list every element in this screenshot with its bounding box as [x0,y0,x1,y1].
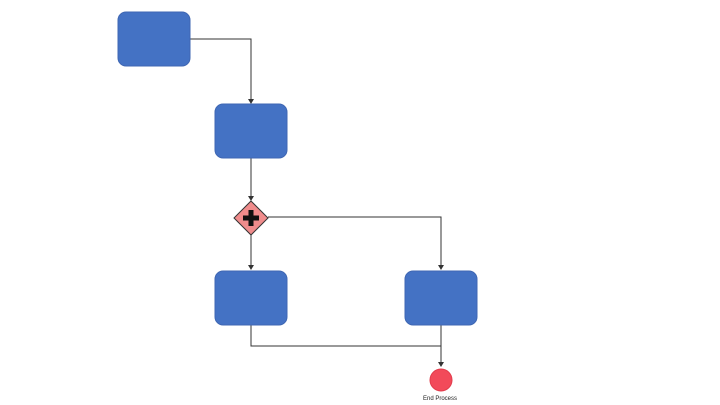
arrowhead [438,265,444,270]
arrowhead [248,196,254,201]
task-1[interactable] [117,11,191,67]
edge-gateway-to-task-4 [268,216,442,266]
task-3[interactable] [214,270,288,326]
edge-task-1-to-task-2 [190,38,252,99]
arrowhead [438,362,444,367]
end-event[interactable] [429,368,453,392]
connectors [190,38,444,367]
task-4[interactable] [404,270,478,326]
task-2[interactable] [214,103,288,159]
arrowhead [248,265,254,270]
arrowhead [248,99,254,104]
edge-task-3-to-end [250,325,441,347]
plus-icon [243,210,259,226]
parallel-gateway[interactable] [233,200,269,236]
end-event-label: End Process [423,396,457,402]
